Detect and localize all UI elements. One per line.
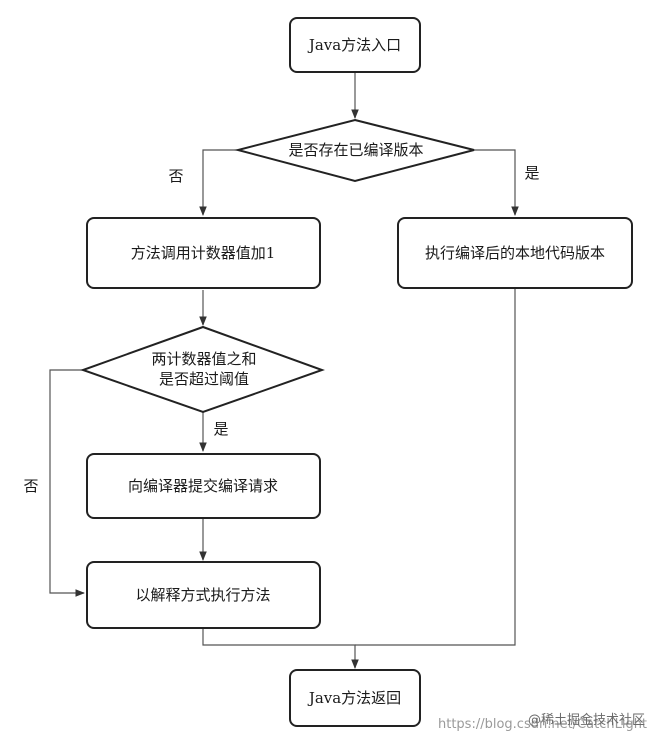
node-submit-compile: 向编译器提交编译请求 <box>86 453 321 519</box>
node-check-compiled: 是否存在已编译版本 <box>234 118 475 183</box>
edge-check-no <box>199 149 238 216</box>
node-return-label: Java方法返回 <box>307 689 401 707</box>
node-exec-compiled-label: 执行编译后的本地代码版本 <box>425 244 605 262</box>
node-return-box <box>289 669 421 727</box>
node-submit-compile-box <box>86 453 321 519</box>
decision-check-compiled <box>234 118 475 183</box>
node-interpret: 以解释方式执行方法 <box>86 561 321 629</box>
node-increment-counter-box <box>86 217 321 289</box>
decision-check-compiled-label: 是否存在已编译版本 <box>288 141 423 159</box>
edge-threshold-no <box>49 369 85 597</box>
node-increment-counter-label: 方法调用计数器值加1 <box>131 244 276 262</box>
node-interpret-label: 以解释方式执行方法 <box>135 586 270 604</box>
edge-label-threshold-yes: 是 <box>213 420 228 438</box>
decision-threshold-label-2: 是否超过阈值 <box>159 370 249 388</box>
edge-interpret-to-return <box>202 628 359 669</box>
node-exec-compiled-box <box>397 217 633 289</box>
edge-check-yes <box>474 149 519 216</box>
node-exec-compiled: 执行编译后的本地代码版本 <box>397 217 633 289</box>
watermark-badge: @稀土掘金技术社区 <box>528 712 645 728</box>
edge-compiled-to-return <box>355 289 516 646</box>
edges <box>49 73 519 669</box>
node-entry-box <box>289 17 421 73</box>
edge-label-compiled-yes: 是 <box>524 164 539 182</box>
edge-label-threshold-no: 否 <box>23 477 38 495</box>
decision-threshold-label-1: 两计数器值之和 <box>151 350 256 368</box>
node-return: Java方法返回 <box>289 669 421 727</box>
node-increment-counter: 方法调用计数器值加1 <box>86 217 321 289</box>
decision-threshold <box>80 325 325 414</box>
node-submit-compile-label: 向编译器提交编译请求 <box>128 477 278 495</box>
watermark-url: https://blog.csdn.net/CatchLight <box>438 717 647 732</box>
edge-label-compiled-no: 否 <box>168 167 183 185</box>
node-entry-label: Java方法入口 <box>307 36 401 54</box>
node-threshold: 两计数器值之和 是否超过阈值 <box>80 325 325 414</box>
node-interpret-box <box>86 561 321 629</box>
node-entry: Java方法入口 <box>289 17 421 73</box>
